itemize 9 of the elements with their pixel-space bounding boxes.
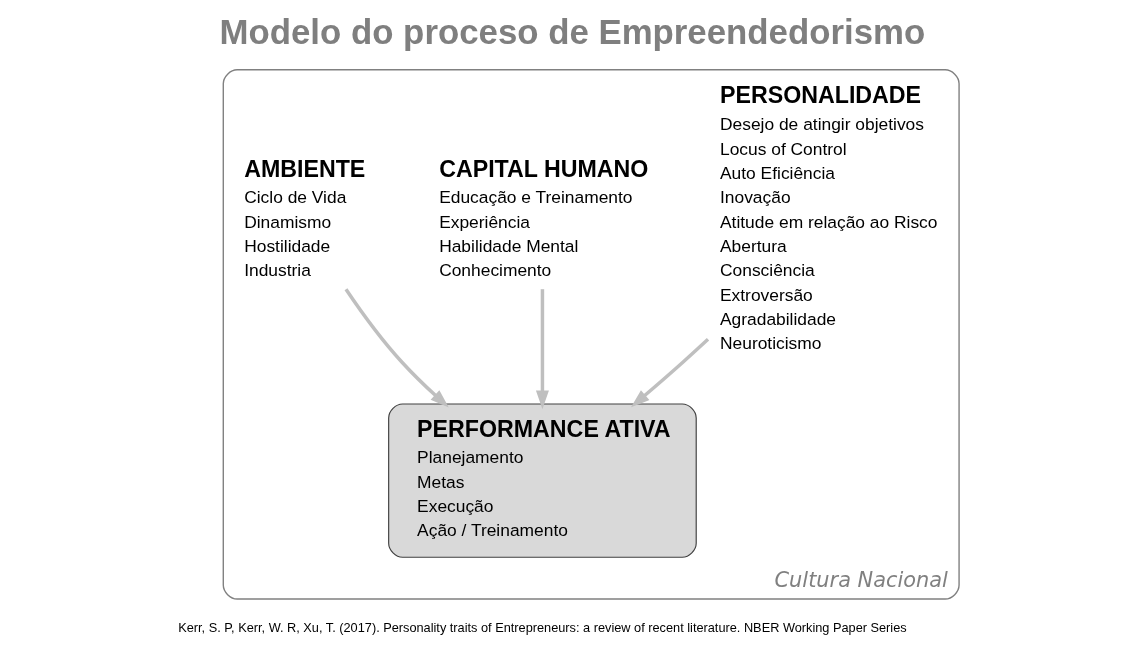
node-text: AMBIENTE Ciclo de Vida Dinamismo Hostilidade Industria xyxy=(243,155,365,281)
node-text: CAPITAL HUMANO Educação e Treinamento Experiência Habilidade Mental Conhecimento xyxy=(438,155,648,281)
diagram-title: Modelo do proceso de Empreendedorismo xyxy=(219,12,925,52)
arrow xyxy=(535,289,549,410)
caption: Kerr, S. P, Kerr, W. R, Xu, T. (2017). Personality traits of Entrepreneurs: a review of recent literature. NBER Working Paper Series xyxy=(177,620,907,636)
node-box: PERFORMANCE ATIVA Planejamento Metas Execução Ação / Treinamento xyxy=(387,403,697,558)
arrow xyxy=(344,288,449,408)
arrow xyxy=(630,338,709,408)
node-text: PERSONALIDADE Desejo de atingir objetivos Locus of Control Auto Eficiência Inovação Atitude em relação ao Risco Abertura Consciência Extroversão Agradabilidade Neuroticismo xyxy=(719,82,937,354)
